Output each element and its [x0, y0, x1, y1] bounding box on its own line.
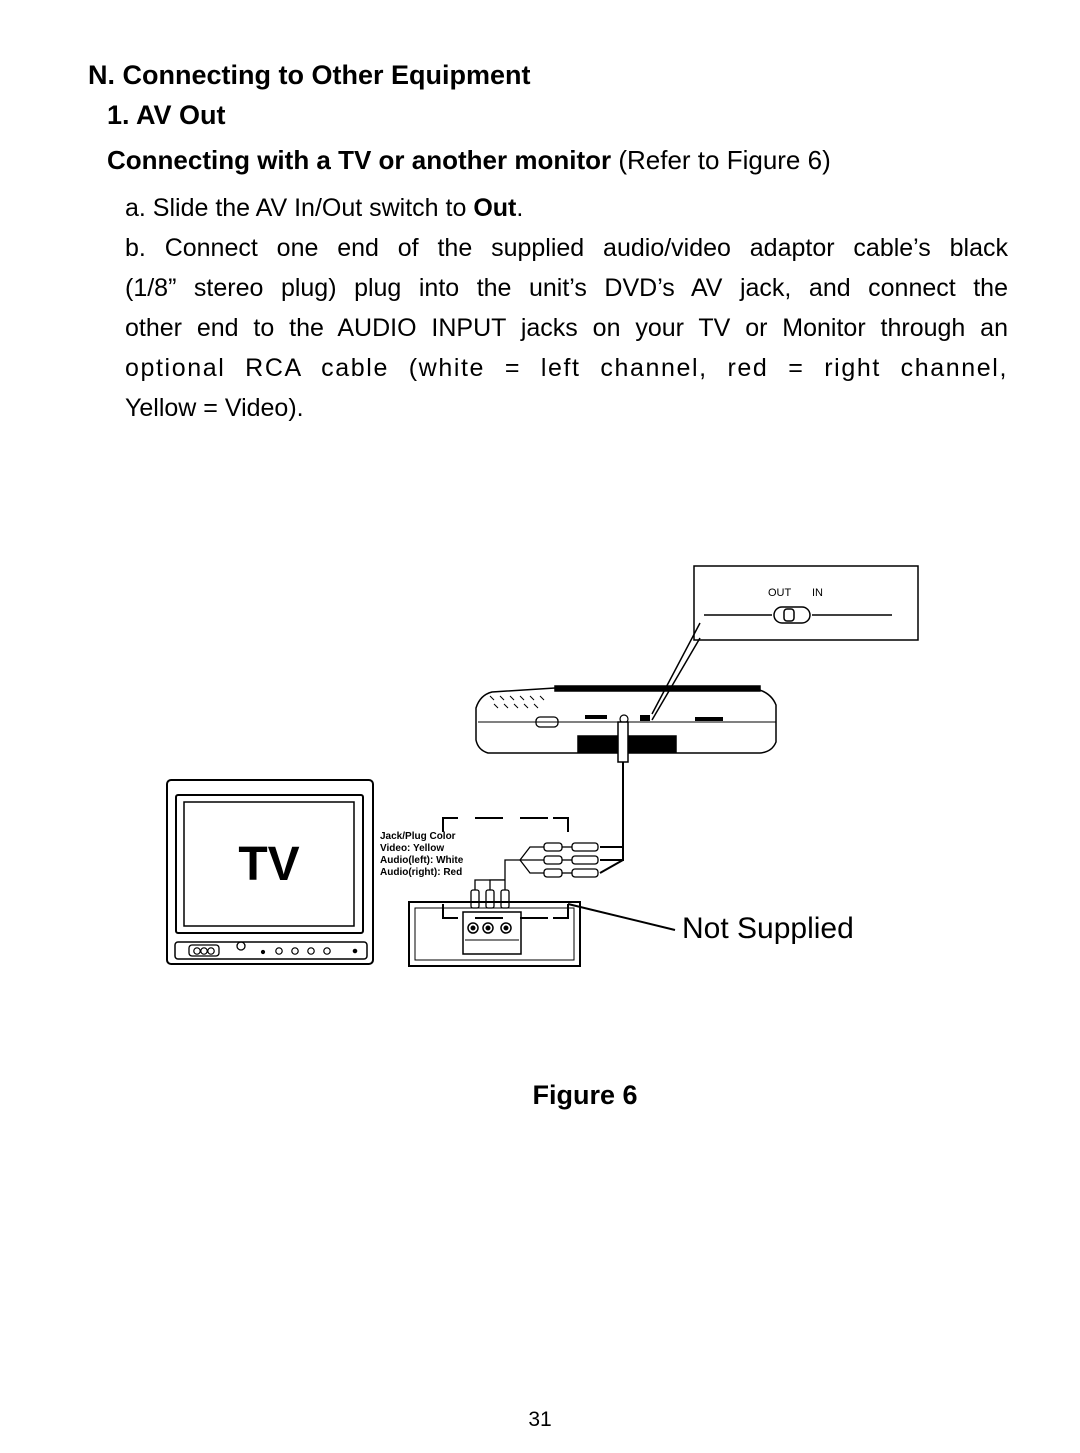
figure-caption-text: Figure 6 [532, 1080, 638, 1110]
step-a-bold: Out [473, 194, 517, 222]
figure-caption: Figure 6 [0, 1080, 1080, 1111]
legend-audio-right-label: Audio(right): [380, 867, 443, 878]
switch-callout [651, 565, 919, 721]
not-supplied-bracket [442, 817, 676, 931]
step-b-line-2: (1/8” stereo plug) plug into the unit’s … [125, 274, 1008, 302]
step-a: a. Slide the AV In/Out switch to Out. [125, 188, 523, 228]
tv-label: TV [238, 838, 299, 891]
not-supplied-label: Not Supplied [682, 912, 854, 945]
step-b-line-3: other end to the AUDIO INPUT jacks on yo… [125, 314, 1008, 342]
legend-video: Video: Yellow [380, 843, 444, 854]
av-cable [599, 721, 629, 874]
step-a-suffix: . [516, 194, 524, 222]
step-a-text: a. Slide the AV In/Out switch to [125, 194, 474, 222]
topic-bold: Connecting with a TV or another monitor [107, 145, 612, 175]
step-b-line-4: optional RCA cable (white = left channel… [125, 354, 1008, 382]
topic-figure-ref: (Refer to Figure 6) [611, 145, 831, 175]
switch-in-label: IN [812, 587, 823, 599]
subsection-heading: 1. AV Out [107, 100, 226, 130]
legend-audio-right-color: Red [443, 867, 462, 878]
legend-audio-right: Audio(right): Red [380, 867, 462, 878]
section-heading: N. Connecting to Other Equipment [88, 60, 531, 90]
legend-audio-left: Audio(left): White [380, 855, 464, 866]
step-b: b. Connect one end of the supplied audio… [125, 228, 1008, 428]
topic-heading: Connecting with a TV or another monitor … [107, 145, 831, 176]
legend-title: Jack/Plug Color [380, 831, 456, 842]
step-b-line-1: b. Connect one end of the supplied audio… [125, 234, 1008, 262]
tv-input-panel [408, 901, 581, 967]
tv-set [166, 779, 374, 965]
switch-out-label: OUT [768, 587, 792, 599]
rca-plugs [470, 842, 599, 909]
step-b-line-5: Yellow = Video). [125, 394, 304, 422]
page-number: 31 [528, 1408, 552, 1431]
